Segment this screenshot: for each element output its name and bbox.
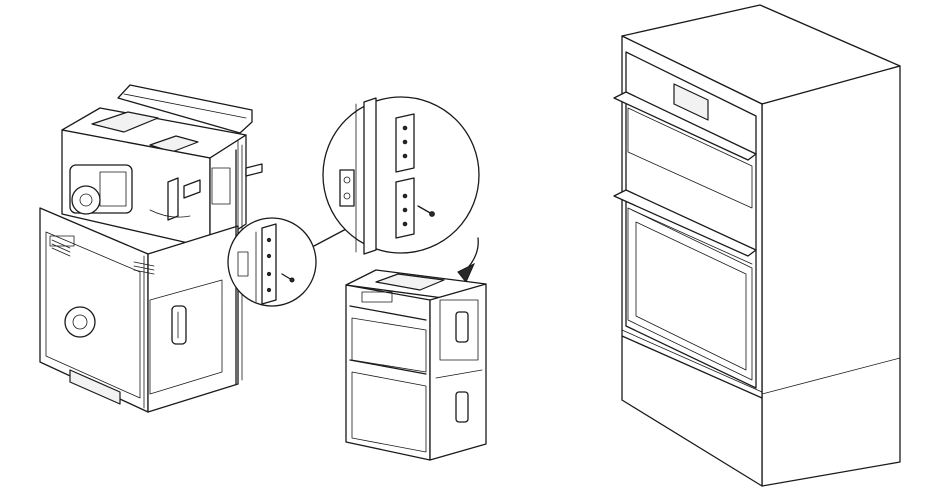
detail-leader-line — [313, 227, 349, 247]
front-view-oven-with-mounting-detail — [322, 96, 487, 461]
insert-arrow-icon — [457, 237, 479, 283]
mounting-detail-circle — [227, 217, 317, 307]
screw-icon — [281, 273, 295, 283]
mounting-bracket-icon — [261, 223, 277, 305]
installed-oven-in-cabinet — [613, 4, 901, 487]
rear-view-oven-installation — [39, 84, 317, 413]
vent-slots — [51, 239, 155, 275]
magnified-bracket-detail — [322, 96, 480, 255]
screw-icon — [417, 205, 435, 217]
